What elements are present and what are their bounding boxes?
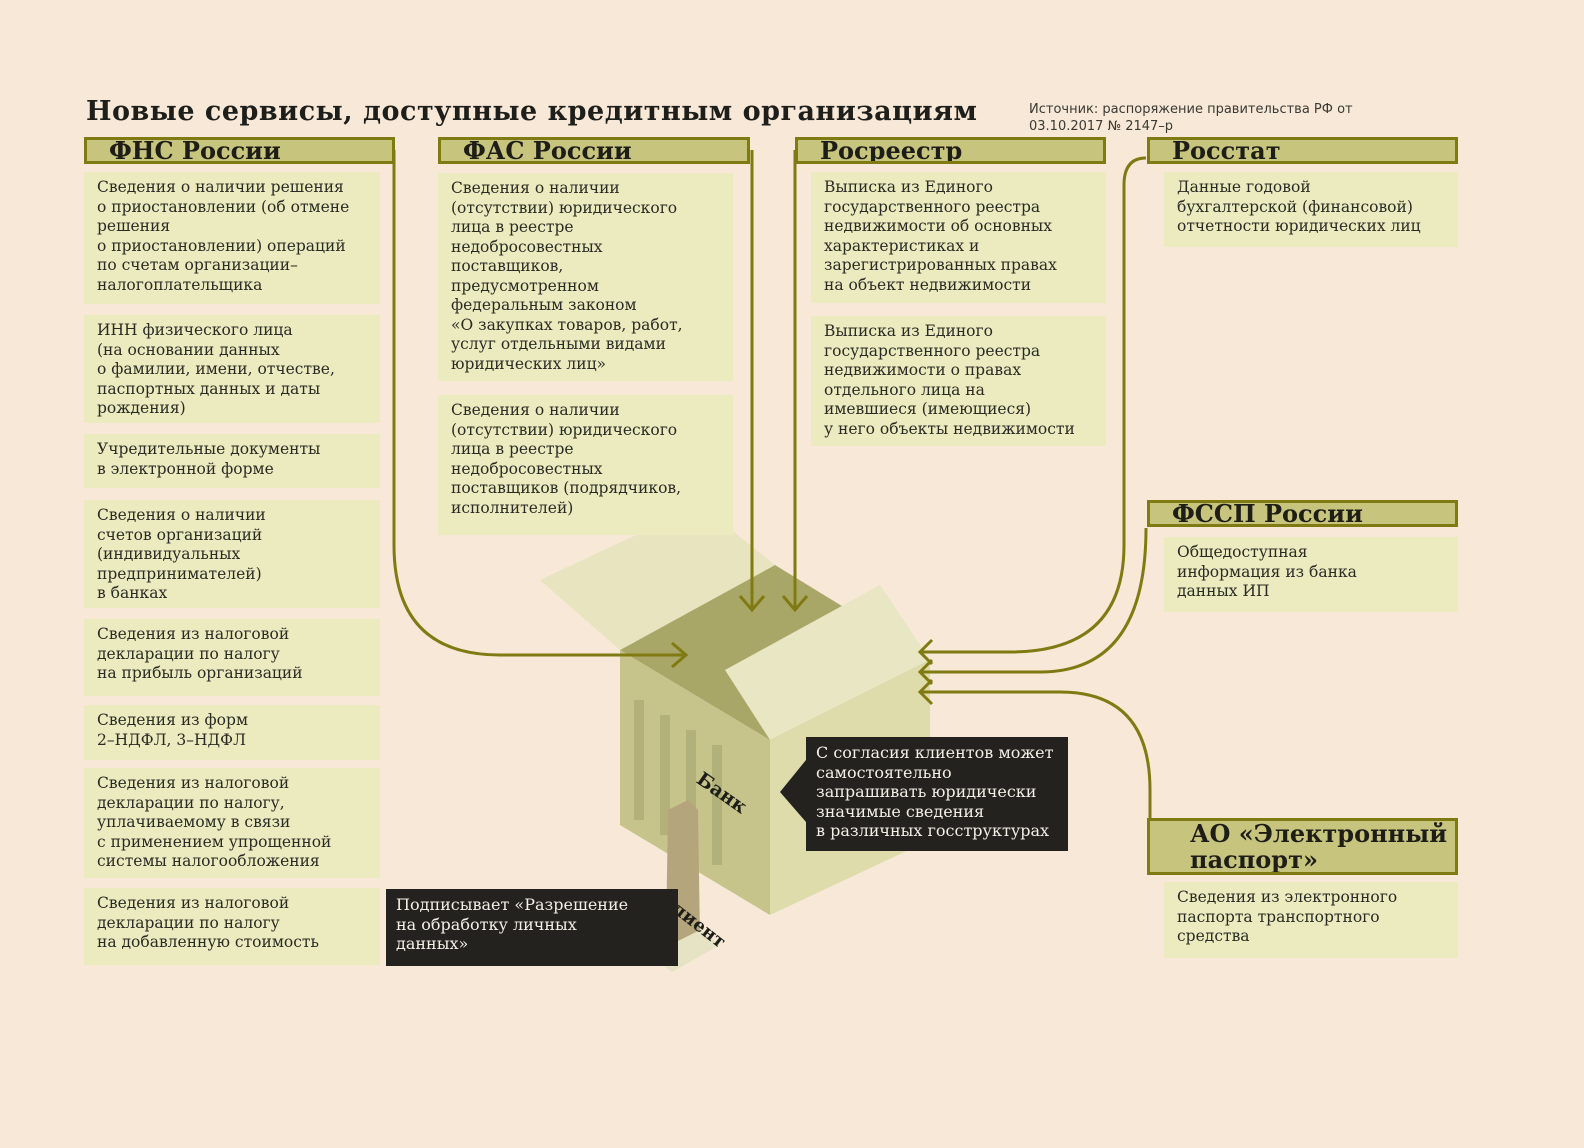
fns-item-text: Сведения из налоговой декларации по нало… [97,774,332,870]
bank-note: С согласия клиентов может самостоятельно… [806,737,1068,851]
epassport-item-text: Сведения из электронного паспорта трансп… [1177,888,1398,945]
fns-item-6: Сведения из форм 2–НДФЛ, 3–НДФЛ [84,705,380,760]
fas-item-text: Сведения о наличии (отсутствии) юридичес… [451,401,682,517]
fns-item-1: Сведения о наличии решения о приостановл… [84,172,380,304]
rosreestr-item-2: Выписка из Единого государственного реес… [811,316,1106,446]
fns-item-text: Сведения из налоговой декларации по нало… [97,894,319,951]
fas-item-1: Сведения о наличии (отсутствии) юридичес… [438,173,733,381]
fns-header: ФНС России [84,137,395,164]
fssp-item-text: Общедоступная информация из банка данных… [1177,543,1357,600]
fas-header: ФАС России [438,137,750,164]
fns-item-text: ИНН физического лица (на основании данны… [97,321,335,417]
fns-item-text: Сведения из налоговой декларации по нало… [97,625,303,682]
fns-item-text: Сведения из форм 2–НДФЛ, 3–НДФЛ [97,711,248,749]
fns-connector [392,150,685,657]
rosstat-header: Росстат [1147,137,1458,164]
page-title: Новые сервисы, доступные кредитным орган… [86,96,978,127]
fns-item-text: Сведения о наличии счетов организаций (и… [97,506,266,602]
rosreestr-item-text: Выписка из Единого государственного реес… [824,322,1075,438]
epassport-connector [920,690,1152,820]
rosstat-connector [920,156,1147,654]
fas-item-text: Сведения о наличии (отсутствии) юридичес… [451,179,683,373]
fas-item-2: Сведения о наличии (отсутствии) юридичес… [438,395,733,535]
fns-item-3: Учредительные документы в электронной фо… [84,434,380,488]
fns-item-7: Сведения из налоговой декларации по нало… [84,768,380,878]
epassport-header: АО «Электронный паспорт» [1147,818,1458,875]
rosreestr-item-text: Выписка из Единого государственного реес… [824,178,1057,294]
fssp-connector [920,527,1148,674]
rosstat-item-1: Данные годовой бухгалтерской (финансовой… [1164,172,1458,247]
client-note: Подписывает «Разрешение на обработку лич… [386,889,678,966]
fns-item-text: Учредительные документы в электронной фо… [97,440,321,478]
fns-item-5: Сведения из налоговой декларации по нало… [84,619,380,696]
fssp-item-1: Общедоступная информация из банка данных… [1164,537,1458,612]
epassport-item-1: Сведения из электронного паспорта трансп… [1164,882,1458,958]
fssp-header: ФССП России [1147,500,1458,527]
rosreestr-item-1: Выписка из Единого государственного реес… [811,172,1106,303]
fns-item-8: Сведения из налоговой декларации по нало… [84,888,380,965]
fns-item-4: Сведения о наличии счетов организаций (и… [84,500,380,608]
fns-item-2: ИНН физического лица (на основании данны… [84,315,380,423]
rosstat-item-text: Данные годовой бухгалтерской (финансовой… [1177,178,1421,235]
fns-item-text: Сведения о наличии решения о приостановл… [97,178,350,294]
source-note: Источник: распоряжение правительства РФ … [1029,102,1353,134]
rosreestr-header: Росреестр [795,137,1106,164]
